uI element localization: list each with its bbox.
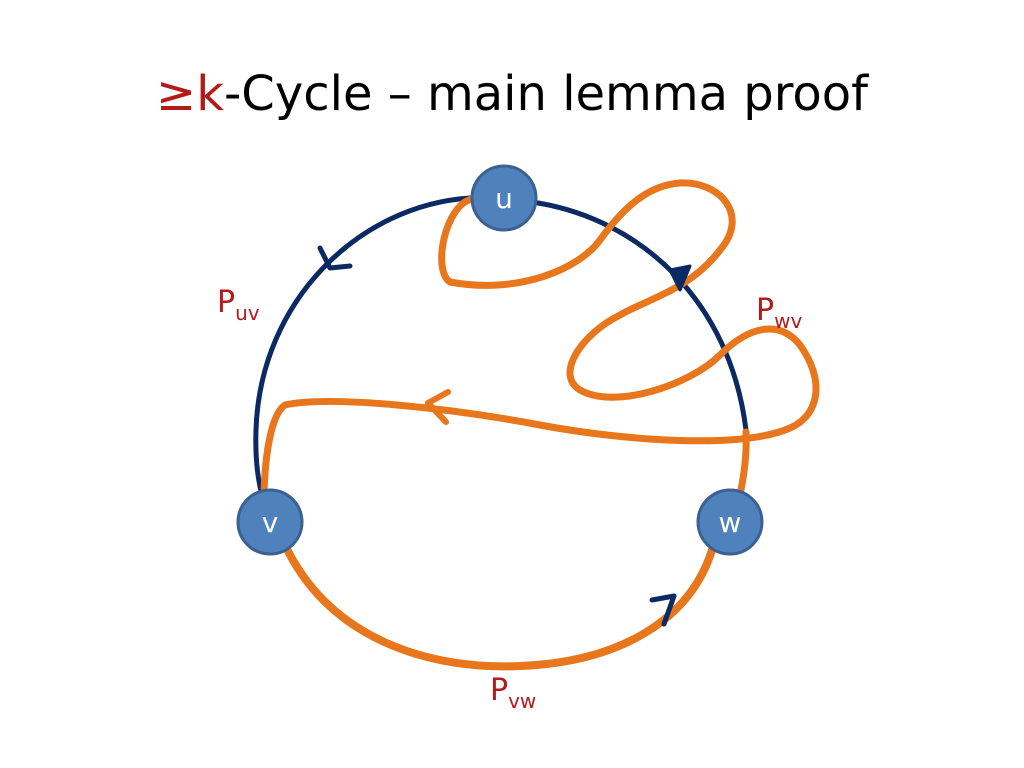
arrowhead-wv [425, 389, 451, 425]
label-pvw-sub: vw [508, 689, 536, 713]
label-pwv-main: P [756, 293, 774, 328]
arrowhead-uw [668, 264, 692, 292]
label-puv-sub: uv [235, 301, 260, 325]
arrowhead-uv [317, 245, 353, 271]
orange-path-vw [281, 541, 716, 671]
label-pvw: Pvw [490, 673, 536, 713]
node-v-label: v [262, 506, 279, 539]
slide-title: ≥k-Cycle – main lemma proof [0, 62, 1024, 126]
node-w-label: w [719, 506, 742, 539]
label-pwv-sub: wv [774, 309, 802, 333]
node-v: v [236, 488, 304, 556]
label-pwv: Pwv [756, 293, 802, 333]
title-rest: -Cycle – main lemma proof [223, 66, 869, 122]
label-puv-main: P [217, 285, 235, 320]
label-pvw-main: P [490, 673, 508, 708]
cycle-arc-u-v [253, 195, 473, 498]
node-u: u [470, 164, 538, 232]
orange-path-wv [260, 179, 820, 497]
title-prefix: ≥k [155, 66, 224, 122]
orange-path-w-tail [736, 428, 750, 499]
label-puv: Puv [217, 285, 260, 325]
arrowhead-vw [649, 593, 677, 627]
node-u-label: u [495, 182, 513, 215]
node-w: w [696, 488, 764, 556]
